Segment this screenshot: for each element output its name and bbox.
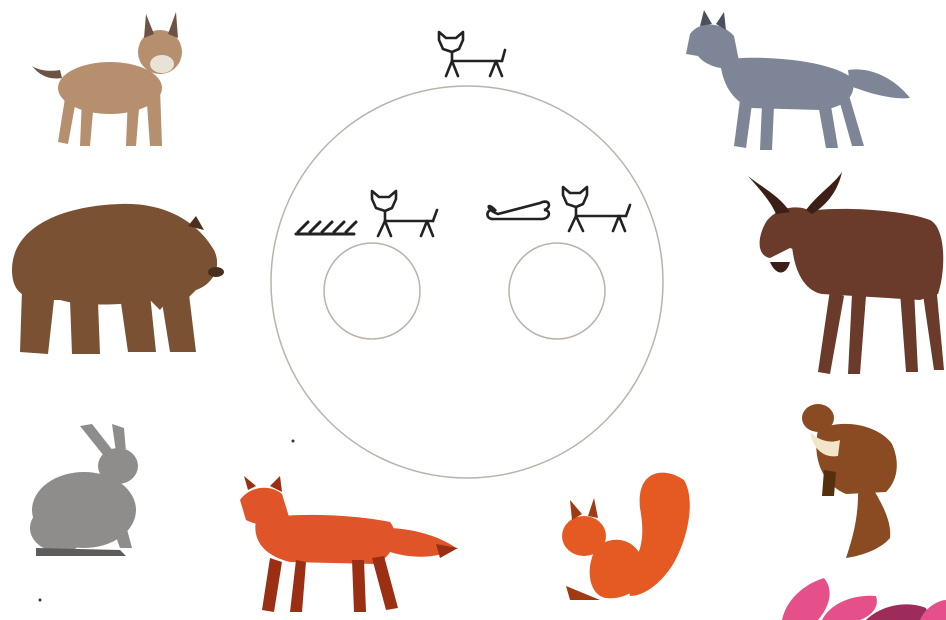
right-small-circle xyxy=(509,243,605,339)
animal-symbol-right xyxy=(563,187,630,231)
left-small-circle xyxy=(324,243,420,339)
wolf-image[interactable] xyxy=(686,10,910,150)
marten-image[interactable] xyxy=(802,404,897,558)
lynx-image[interactable] xyxy=(32,12,182,146)
bird-image-fragment[interactable] xyxy=(782,578,946,620)
fox-image[interactable] xyxy=(240,476,458,612)
animal-symbol-top xyxy=(439,32,505,76)
moose-image[interactable] xyxy=(748,172,944,374)
hare-image[interactable] xyxy=(30,424,138,556)
bone-symbol xyxy=(487,202,549,219)
animal-symbol-left xyxy=(372,191,437,236)
stray-dot-2 xyxy=(39,599,42,602)
bear-image[interactable] xyxy=(12,204,224,354)
grass-symbol xyxy=(296,222,356,234)
squirrel-image[interactable] xyxy=(562,473,690,600)
stray-dot xyxy=(292,440,295,443)
